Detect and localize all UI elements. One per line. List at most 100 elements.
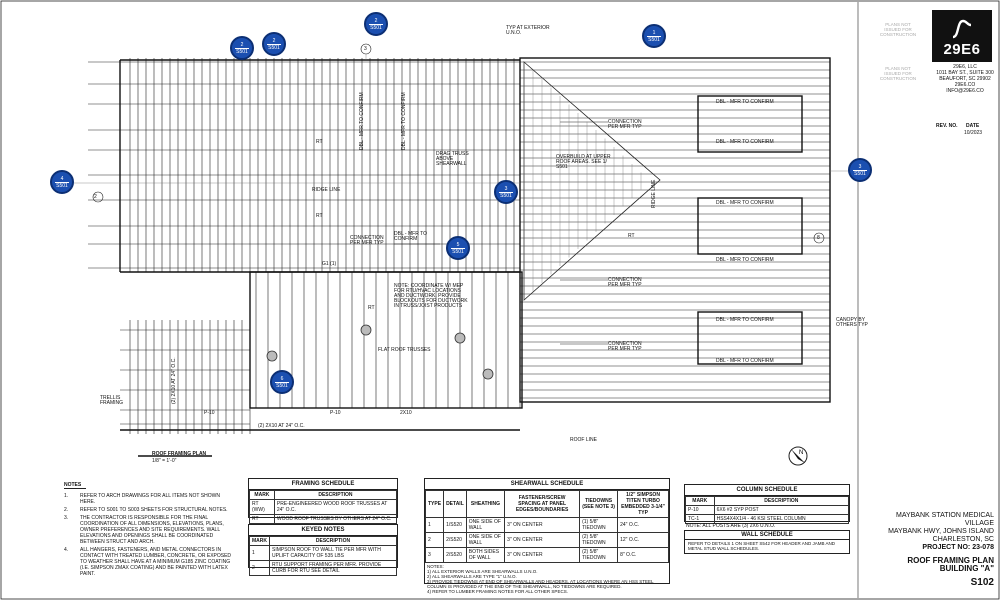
plan-scale: 1/8" = 1'-0" <box>152 458 177 464</box>
section-tag-number: 3 <box>853 164 867 171</box>
section-tag-sheet: S501 <box>236 48 248 55</box>
table-cell: 1 <box>249 545 270 561</box>
grid-bubble-3: 3 <box>364 46 367 52</box>
stamp2-line-2: ISSUED FOR <box>884 71 912 76</box>
note-number: 1. <box>64 493 69 499</box>
rtu-unit-icon <box>454 332 466 344</box>
table-cell: 6X6 #2 SYP POST <box>713 505 850 515</box>
post-label-1: P-10 <box>204 410 215 416</box>
section-tag-number: 6 <box>275 376 289 383</box>
dbl-truss-box <box>697 95 803 153</box>
note-number: 4. <box>64 547 69 553</box>
table-cell: (1) 5/8" TIEDOWN <box>579 517 619 533</box>
table-header-cell: MARK <box>685 496 715 506</box>
note-number: 3. <box>64 515 69 521</box>
firm-logo: 29E6 <box>932 10 992 62</box>
table-cell: RT (WW) <box>249 499 275 515</box>
drag-truss-label: DRAG TRUSS ABOVE SHEARWALL <box>436 151 469 167</box>
grid-bubble <box>92 191 104 203</box>
section-tag-sheet: S501 <box>854 170 866 177</box>
wall-schedule: WALL SCHEDULE REFER TO DETAILS 1 ON SHEE… <box>684 530 850 554</box>
stamp2-line-3: CONSTRUCTION <box>879 76 917 81</box>
connection-label-1: CONNECTION PER MFR TYP <box>350 235 384 246</box>
general-notes: NOTES 1.REFER TO ARCH DRAWINGS FOR ALL I… <box>62 480 238 592</box>
shearwall-notes-header: NOTES: <box>427 564 444 569</box>
keyed-notes-title: KEYED NOTES <box>249 525 397 536</box>
roof-line-label: ROOF LINE <box>570 437 597 443</box>
rtu-unit-icon <box>482 368 494 380</box>
section-tag-sheet: S501 <box>452 248 464 255</box>
table-cell: 12" O.C. <box>617 532 669 548</box>
column-schedule-title: COLUMN SCHEDULE <box>685 485 849 496</box>
dbl-mfr-vertical-2: DBL - MFR TO CONFIRM <box>401 92 407 150</box>
post-label-3: 2X10 <box>400 410 412 416</box>
rtu-unit-icon <box>360 324 372 336</box>
section-tag-number: 2 <box>267 38 281 45</box>
note-item: 4.ALL HANGERS, FASTENERS, AND METAL CONN… <box>64 547 236 577</box>
project-number: PROJECT NO: 23-078 <box>922 544 994 551</box>
wall-schedule-title: WALL SCHEDULE <box>685 531 849 540</box>
rt-label-3: RT <box>628 233 635 239</box>
table-header-cell: DESCRIPTION <box>269 536 397 546</box>
shearwall-note: 3) PROVIDE TIEDOWNS AT END OF SHEARWALLS… <box>427 579 654 589</box>
table-cell: RT <box>249 514 275 524</box>
table-cell: 3" ON CENTER <box>504 532 581 548</box>
table-cell: P-10 <box>685 505 715 515</box>
north-arrow-icon: N <box>788 446 808 466</box>
column-schedule-note: NOTE: ALL POSTS ARE (3) 2X6 U.N.O. <box>686 523 776 529</box>
coordinate-note: NOTE: COORDINATE W/ MEP FOR RTU/HVAC LOC… <box>394 283 468 309</box>
section-tag-number: 2 <box>369 18 383 25</box>
connection-label-2: CONNECTION PER MFR TYP <box>608 119 642 130</box>
section-tag-number: 4 <box>55 176 69 183</box>
shearwall-note: 4) REFER TO LUMBER FRAMING NOTES FOR ALL… <box>427 589 568 594</box>
plan-title: ROOF FRAMING PLAN <box>152 451 207 457</box>
ridge-line-right-label: RIDGE LINE <box>651 179 657 208</box>
shearwall-notes: 1) ALL EXTERIOR WALLS ARE SHEARWALLS U.N… <box>427 569 667 594</box>
dbl-mfr-right-4: DBL - MFR TO CONFIRM <box>716 257 774 263</box>
table-cell: 2 <box>249 560 270 576</box>
table-cell: 3" ON CENTER <box>504 547 581 563</box>
table-cell: 1/S520 <box>443 517 467 533</box>
table-cell: BOTH SIDES OF WALL <box>465 547 506 563</box>
notes-list: 1.REFER TO ARCH DRAWINGS FOR ALL ITEMS N… <box>64 493 236 577</box>
table-header-cell: MARK <box>249 536 270 546</box>
table-cell: RTU SUPPORT FRAMING PER MFR. PROVIDE CUR… <box>269 560 397 576</box>
dbl-mfr-right-5: DBL - MFR TO CONFIRM <box>716 317 774 323</box>
section-tag-number: 5 <box>451 242 465 249</box>
rt-label-1: RT <box>316 139 323 145</box>
table-cell: 3" ON CENTER <box>504 517 581 533</box>
date-label: DATE <box>966 123 980 129</box>
firm-line-1: 29E6, LLC <box>953 64 977 70</box>
rt-label-4: RT <box>368 305 375 311</box>
firm-line-3: BEAUFORT, SC 29902 <box>939 76 991 82</box>
section-tag-sheet: S501 <box>276 382 288 389</box>
rtu-unit-icon <box>266 350 278 362</box>
wall-schedule-text: REFER TO DETAILS 1 ON SHEET S542 FOR HEA… <box>688 541 835 551</box>
connection-label-4: CONNECTION PER MFR TYP <box>608 341 642 352</box>
shearwall-note: 1) ALL EXTERIOR WALLS ARE SHEARWALLS U.N… <box>427 569 538 574</box>
rev-no-label: REV. NO. <box>936 123 958 129</box>
firm-line-5: INFO@29E6.CO <box>946 88 984 94</box>
sheet-title-1: ROOF FRAMING PLAN <box>907 556 994 565</box>
